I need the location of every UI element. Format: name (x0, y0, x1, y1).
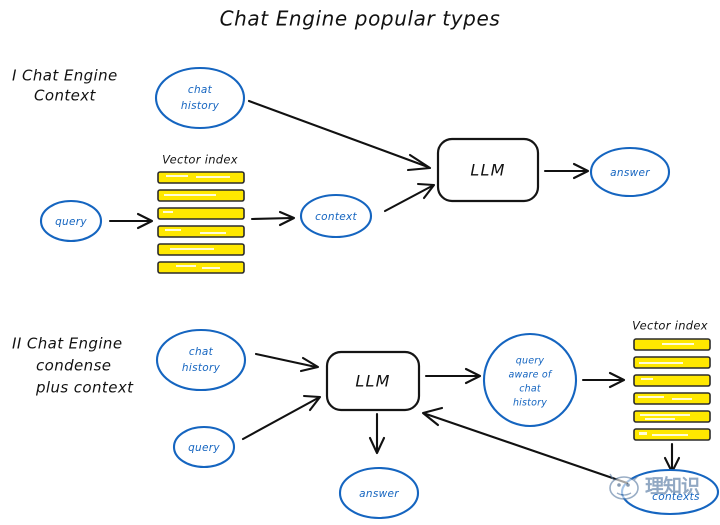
edge-llm-2-to-answer-2 (368, 412, 386, 455)
node-context[interactable]: context (299, 193, 373, 239)
edge-query-aware-to-vector-index-2 (581, 371, 626, 389)
query-aware-label-line-4: history (513, 398, 547, 409)
edge-vector-index-to-context (250, 210, 296, 227)
chat-history-label-line-1: chat (188, 84, 213, 96)
section-one-label-line-2: Context (34, 87, 97, 105)
chat-history-label-line-2: history (181, 100, 220, 112)
vector-index-bar (157, 207, 245, 220)
edge-chat-history-to-llm (247, 99, 432, 172)
section-two: II Chat Engine condense plus context cha… (12, 319, 720, 520)
vector-index-bar (157, 261, 245, 274)
query-aware-label-line-1: query (516, 356, 545, 367)
section-one-label-line-1: I Chat Engine (12, 67, 118, 85)
node-query-aware-of-chat-history[interactable]: query aware of chat history (482, 332, 578, 428)
query-2-ellipse (172, 425, 236, 469)
vector-index-bar (633, 374, 711, 387)
answer-2-ellipse (338, 466, 420, 520)
vector-index-bar (157, 171, 245, 184)
vector-index-bar (157, 225, 245, 238)
query-ellipse (39, 199, 103, 243)
section-two-label-line-1: II Chat Engine (12, 335, 122, 353)
vector-index-bar (633, 338, 711, 351)
vector-index-label-one: Vector index (162, 153, 238, 167)
query-label: query (55, 216, 87, 228)
vector-index-label-two: Vector index (632, 319, 708, 333)
page-title: Chat Engine popular types (220, 7, 501, 31)
section-two-label-line-2: condense (36, 357, 111, 375)
vector-index-bar (633, 428, 711, 441)
chat-history-ellipse (154, 66, 246, 130)
llm-label: LLM (470, 161, 505, 180)
llm-box (436, 137, 540, 203)
chat-history-2-label-line-2: history (182, 362, 221, 374)
edge-contexts-to-llm-2 (421, 406, 629, 485)
section-two-label-line-3: plus context (35, 379, 134, 397)
query-aware-circle (482, 332, 578, 428)
context-ellipse (299, 193, 373, 239)
answer-ellipse (589, 146, 671, 198)
vector-index-bar (157, 189, 245, 202)
node-contexts[interactable]: contexts (620, 468, 720, 516)
watermark-text: 理知识 (645, 475, 700, 498)
node-query-2[interactable]: query (172, 425, 236, 469)
chat-history-2-label-line-1: chat (189, 346, 214, 358)
vector-index-two[interactable] (633, 338, 711, 441)
vector-index-bar (633, 356, 711, 369)
node-llm[interactable]: LLM (436, 137, 540, 203)
chat-history-2-ellipse (155, 328, 247, 392)
answer-2-label: answer (359, 488, 399, 500)
edge-llm-to-answer (543, 162, 590, 180)
watermark: 理知识 (609, 473, 701, 500)
node-chat-history-2[interactable]: chat history (155, 328, 247, 392)
llm-2-label: LLM (355, 372, 390, 391)
query-aware-label-line-3: chat (519, 384, 542, 395)
watermark-mascot-icon (609, 473, 639, 500)
node-chat-history[interactable]: chat history (154, 66, 246, 130)
vector-index-bar (633, 410, 711, 423)
query-2-label: query (188, 442, 220, 454)
vector-index-one[interactable] (157, 171, 245, 274)
node-answer[interactable]: answer (589, 146, 671, 198)
llm-2-box (325, 350, 421, 412)
node-answer-2[interactable]: answer (338, 466, 420, 520)
vector-index-bar (633, 392, 711, 405)
section-one: I Chat Engine Context chat history Vecto… (12, 66, 671, 274)
edge-vector-index-2-to-contexts (663, 442, 681, 474)
vector-index-bar (157, 243, 245, 256)
edge-context-to-llm (383, 182, 436, 213)
contexts-label: contexts (652, 491, 700, 503)
edge-query-2-to-llm-2 (241, 394, 322, 441)
edge-query-to-vector-index (108, 212, 154, 230)
answer-label: answer (610, 167, 650, 179)
edge-llm-2-to-query-aware (424, 367, 482, 385)
edge-chat-history-2-to-llm-2 (254, 352, 320, 373)
node-llm-2[interactable]: LLM (325, 350, 421, 412)
query-aware-label-line-2: aware of (509, 370, 553, 381)
node-query[interactable]: query (39, 199, 103, 243)
context-label: context (315, 211, 357, 223)
